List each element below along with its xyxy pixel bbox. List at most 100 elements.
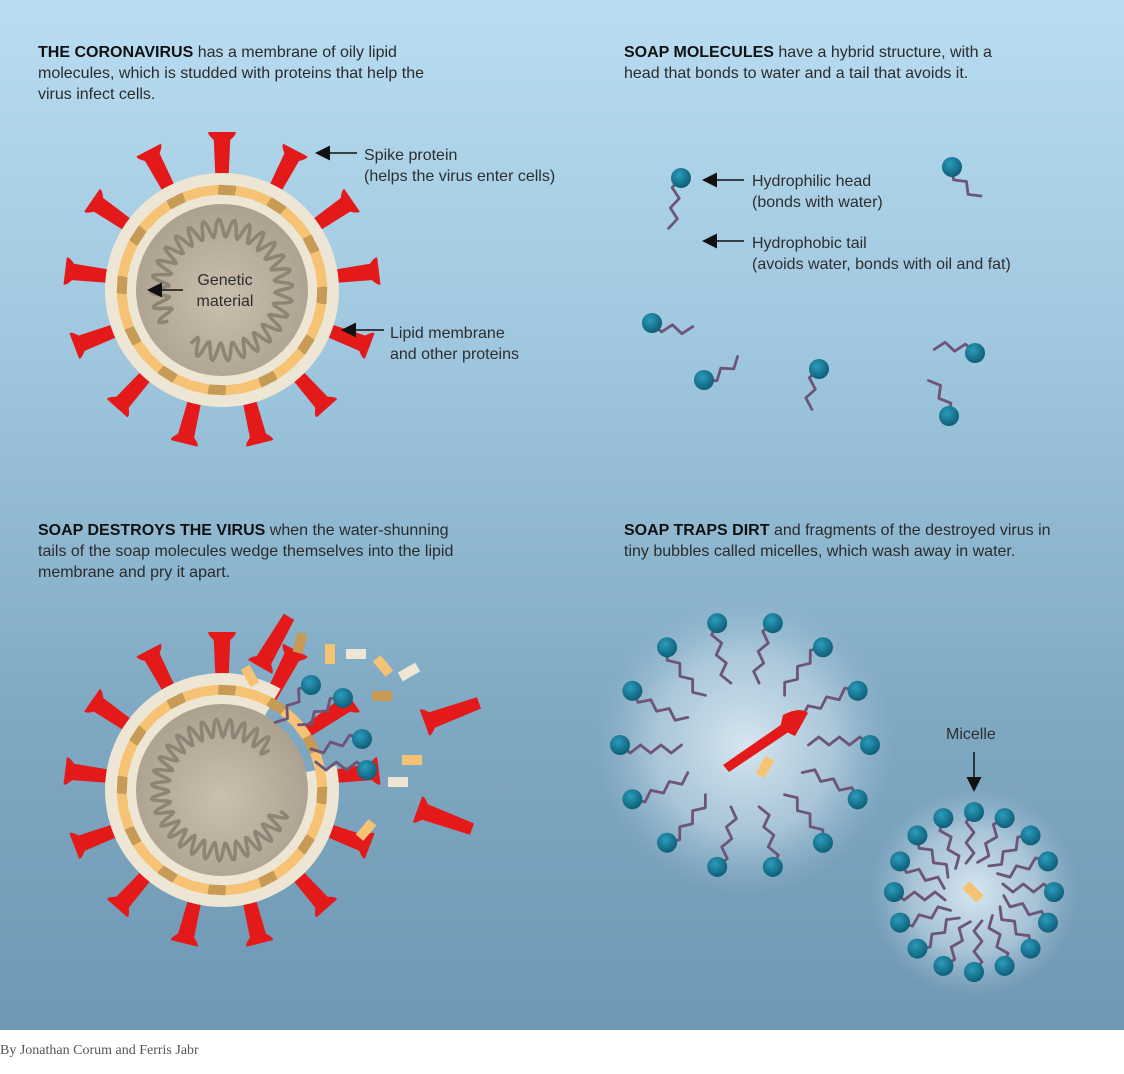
micelle-soap-molecule [884,882,947,902]
lipid-tile [144,853,164,873]
membrane-fragment [292,632,308,654]
soap-traps-caption: SOAP TRAPS DIRT and fragments of the des… [624,520,1054,562]
lipid-tile [189,880,210,895]
soap-tail [898,859,946,890]
soap-molecule [932,340,985,363]
micelle-soap-molecule [622,771,690,810]
soap-tail [800,686,860,719]
membrane-fragment [325,644,335,664]
soap-tail [1002,894,1050,925]
lipid-tile [207,884,226,896]
membrane-fragment [372,691,392,701]
soap-head [301,675,321,695]
spike-protein-label-line1: Spike protein [364,147,458,164]
genetic-material-label-line1: Genetic [197,272,253,289]
soap-tail [987,834,1032,868]
soap-tail [273,683,313,724]
damaged-virus-illustration [63,632,381,947]
loose-spike-protein [412,796,475,835]
lipid-tile [310,250,325,271]
soap-head [671,168,691,188]
lipid-tile [189,380,210,395]
membrane-fragment [240,664,260,688]
byline: By Jonathan Corum and Ferris Jabr [0,1043,199,1058]
soap-head [333,688,353,708]
lipid-tile [315,768,328,788]
soap-head [1037,912,1058,933]
micelle-soap-molecule [933,808,961,870]
lipid-membrane-label-line2: and other proteins [390,346,519,363]
spike-protein [208,632,236,690]
soap-head [1037,851,1058,872]
micelle-soap-molecule [752,613,783,685]
lipid-tile [218,184,237,196]
micelle-soap-molecule [610,735,683,755]
lipid-tile [224,383,244,396]
lipid-tile [285,848,305,868]
soap-head [994,955,1015,976]
lipid-tile [257,870,278,888]
membrane-fragment [402,755,422,765]
lipid-tile [139,212,159,232]
soap-tail [892,890,947,902]
hydrophilic-head-label-line2: (bonds with water) [752,194,883,211]
lipid-membrane-label: Lipid membrane and other proteins [390,323,519,365]
micelle-soap-molecule [707,613,733,685]
soap-molecules-illustration [642,157,985,426]
micelle-soap-molecule [783,793,833,853]
micelle-soap-molecule [933,920,972,976]
soap-head [847,789,868,810]
soap-tail [987,914,1010,968]
micelle-label: Micelle [946,724,996,745]
membrane-fragment [355,819,377,841]
lipid-tile [182,687,203,702]
micelle-illustration [869,787,1079,997]
lipid-tile [122,240,138,261]
lipid-tile [251,190,272,206]
micelle-soap-molecule [976,808,1015,864]
soap-tail [618,743,683,755]
lipid-tile [124,325,142,346]
lipid-tile [166,692,187,710]
lipid-tile [315,268,328,288]
soap-head [1044,882,1064,902]
lipid-tile [306,319,322,340]
soap-head [1020,938,1041,959]
micelle-glow [595,595,895,895]
lipid-tile [266,697,287,715]
spike-protein-label: Spike protein (helps the virus enter cel… [364,145,555,187]
soap-tail [297,696,345,727]
membrane-fragment [388,777,408,787]
lipid-tile [316,286,328,305]
micelle-soap-molecule [996,851,1058,879]
micelle-soap-molecule [707,805,738,877]
lipid-tile [306,819,322,840]
soap-destroys-caption: SOAP DESTROYS THE VIRUS when the water-s… [38,520,473,583]
lipid-tile [272,360,292,379]
membrane-fragment [397,662,421,682]
soap-head [622,789,643,810]
micelle-soap-molecule [657,793,707,853]
micelle-soap-molecule [783,637,833,697]
coronavirus-illustration [63,132,381,447]
soap-head [762,856,783,877]
lipid-tile [224,883,244,896]
loose-spike-protein [419,697,482,736]
soap-tail [715,805,738,869]
soap-head [860,735,880,755]
lipid-tile [157,365,178,383]
genetic-material-label: Genetic material [185,270,265,312]
soap-head [907,938,928,959]
soap-head [939,406,959,426]
spike-protein [419,697,482,736]
soap-tail [665,645,707,697]
coronavirus-caption: THE CORONAVIRUS has a membrane of oily l… [38,42,458,105]
soap-molecule [297,688,353,727]
soap-destroys-heading: SOAP DESTROYS THE VIRUS [38,522,266,539]
lipid-tile [119,809,134,830]
lipid-tile [272,860,292,879]
lipid-tile [182,187,203,202]
micelle-soap-molecule [800,680,868,719]
lipid-tile [234,685,255,700]
genetic-material-strand [149,217,295,363]
